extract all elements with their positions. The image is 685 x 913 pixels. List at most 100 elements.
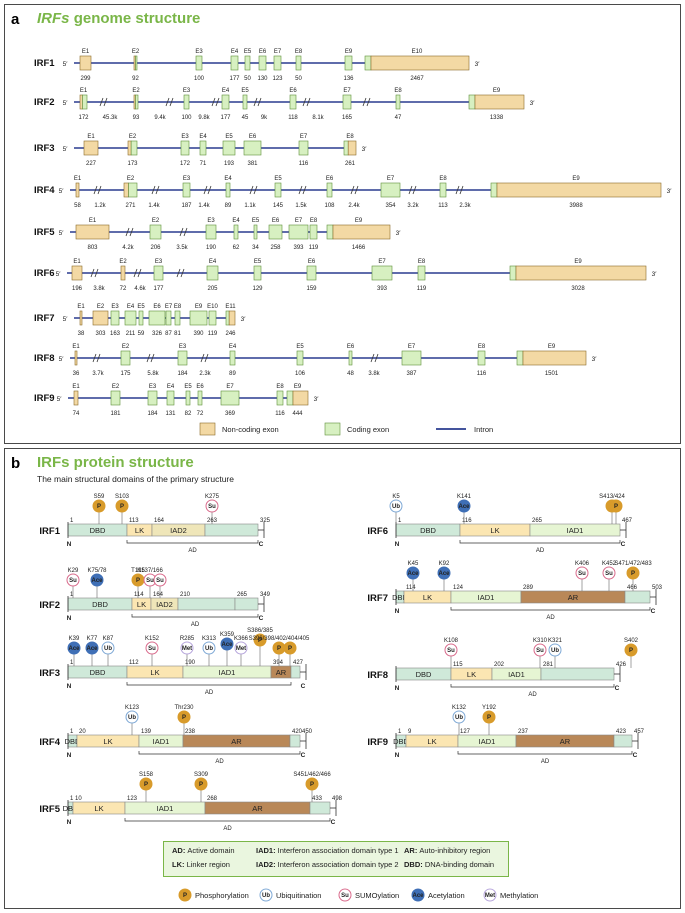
exon-size: 36 xyxy=(73,371,80,377)
exon-size: 206 xyxy=(150,245,161,251)
exon-size: 47 xyxy=(395,115,402,121)
mod-symbol: Ub xyxy=(104,646,112,652)
legend-mod-symbol: Met xyxy=(485,893,495,899)
exon-coding xyxy=(225,182,231,198)
intron-break-mark xyxy=(203,185,212,195)
exon-coding xyxy=(348,350,353,366)
mod-site-label: K137/166 xyxy=(137,568,163,574)
exon-size: 193 xyxy=(224,161,235,167)
exon-coding xyxy=(306,265,317,281)
residue-position: 127 xyxy=(460,729,471,735)
mod-symbol: P xyxy=(120,504,124,510)
exon-noncoding xyxy=(79,310,83,326)
exon-coding xyxy=(253,224,258,240)
intron-size: 3.8k xyxy=(93,286,105,292)
intron-break-mark xyxy=(362,97,371,107)
mod-ace-icon xyxy=(437,566,451,580)
exon-coding xyxy=(221,94,230,110)
three-prime-label: 3′ xyxy=(241,316,247,323)
mod-site-label: K141 xyxy=(457,494,472,500)
n-terminus-label: N xyxy=(395,608,400,615)
exon-size: 175 xyxy=(120,371,131,377)
exon-noncoding xyxy=(75,182,80,198)
exon-label: E5 xyxy=(225,134,233,140)
abbreviation-item: AD: Active domain xyxy=(172,846,235,855)
domain-label: DBD xyxy=(393,737,409,746)
mod-symbol: Su xyxy=(605,571,613,577)
intron-break-mark xyxy=(302,97,311,107)
residue-position: 1 xyxy=(70,660,74,666)
exon-label: E6 xyxy=(153,304,161,310)
ad-label: AD xyxy=(191,622,200,628)
exon-coding xyxy=(229,350,236,366)
ad-bracket xyxy=(138,751,301,755)
exon-coding-part xyxy=(364,55,372,71)
protein-name-irf2: IRF2 xyxy=(39,600,60,611)
legend-intron-label: Intron xyxy=(474,425,493,434)
protein-name-irf9: IRF9 xyxy=(367,737,388,748)
c-terminus-label: C xyxy=(621,541,626,548)
exon-label: E9 xyxy=(294,384,302,390)
intron-break-mark xyxy=(165,97,174,107)
mod-p-icon xyxy=(283,641,297,655)
exon-size: 261 xyxy=(345,161,356,167)
exon-label: E2 xyxy=(119,259,127,265)
ad-bracket xyxy=(459,540,621,544)
intron-break-mark xyxy=(200,353,209,363)
mod-p-icon xyxy=(626,566,640,580)
abbreviation-value: Linker region xyxy=(186,860,230,869)
mod-ace-icon xyxy=(85,641,99,655)
mod-symbol: Ub xyxy=(455,715,463,721)
exon-coding xyxy=(276,390,284,406)
exon-size: 271 xyxy=(125,203,136,209)
exon-size: 130 xyxy=(257,76,268,82)
exon-size: 50 xyxy=(295,76,302,82)
domain-label: DBD xyxy=(392,593,408,602)
intron-break-mark xyxy=(92,353,101,363)
mod-symbol: Ub xyxy=(128,715,136,721)
exon-label: E9 xyxy=(572,176,580,182)
domain-label: DBD xyxy=(90,526,106,535)
exon-label: E7 xyxy=(343,88,351,94)
residue-position: 116 xyxy=(462,518,472,524)
intron-size: 5.8k xyxy=(147,371,159,377)
exon-coding xyxy=(197,390,203,406)
exon-coding xyxy=(138,310,144,326)
exon-size: 82 xyxy=(185,411,192,417)
exon-size: 165 xyxy=(342,115,353,121)
legend-noncoding-label: Non-coding exon xyxy=(222,425,279,434)
mod-p-icon xyxy=(624,643,638,657)
exon-size: 205 xyxy=(207,286,218,292)
residue-position: 139 xyxy=(141,729,152,735)
abbreviation-key: IAD1: xyxy=(256,846,278,855)
exon-label: E6 xyxy=(326,176,334,182)
domain-label: LK xyxy=(137,600,146,609)
exon-coding xyxy=(205,224,217,240)
abbreviation-key: DBD: xyxy=(404,860,425,869)
domain-label: DBD xyxy=(63,804,79,813)
residue-position: 115 xyxy=(453,662,463,668)
intron-size: 3.8k xyxy=(368,371,380,377)
n-terminus-label: N xyxy=(67,541,72,548)
gene-name-irf4: IRF4 xyxy=(34,185,55,196)
exon-size: 177 xyxy=(220,115,231,121)
exon-label: E8 xyxy=(418,259,426,265)
exon-label: E5 xyxy=(244,49,252,55)
ad-label: AD xyxy=(541,759,550,765)
exon-coding xyxy=(185,390,191,406)
mod-met-icon xyxy=(234,641,248,655)
intron-size: 45.3k xyxy=(103,115,119,121)
exon-label: E3 xyxy=(207,218,215,224)
residue-position: 427 xyxy=(293,660,304,666)
intron-size: 9k xyxy=(261,115,268,121)
mod-symbol: P xyxy=(97,504,101,510)
exon-size: 444 xyxy=(292,411,303,417)
mod-site-label: K359 xyxy=(220,632,235,638)
mod-su-icon xyxy=(66,573,80,587)
exon-coding-part xyxy=(490,182,498,198)
domain-segment xyxy=(289,734,301,748)
exon-size: 116 xyxy=(477,371,487,377)
exon-label: E4 xyxy=(167,384,175,390)
exon-label: E5 xyxy=(252,218,260,224)
intron-break-mark xyxy=(249,185,258,195)
